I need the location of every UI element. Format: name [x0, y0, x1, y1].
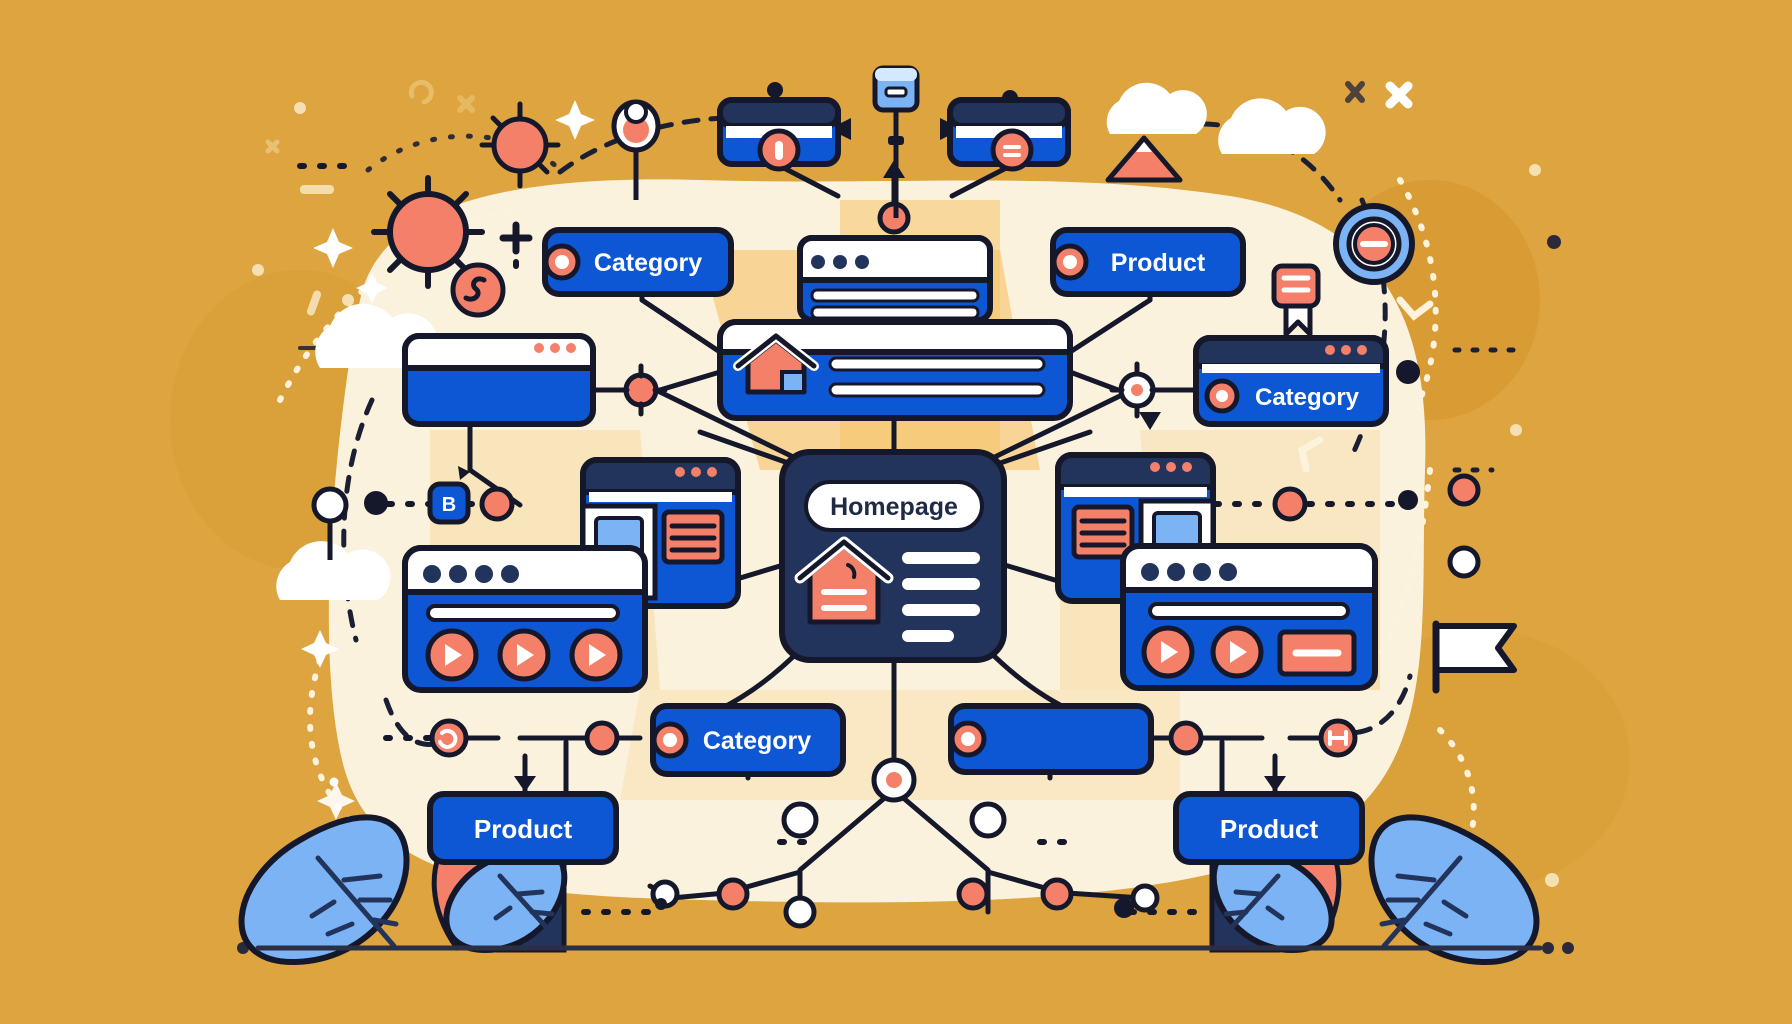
window-dots [1150, 462, 1192, 472]
homepage-pill [804, 480, 984, 532]
house-icon [794, 536, 894, 625]
node-product-right[interactable]: Product [1050, 227, 1246, 297]
node-product-bottom-left[interactable]: Product [427, 791, 619, 865]
node-product-bottom-left-label: Product [474, 814, 573, 844]
node-category-left-label: Category [594, 249, 702, 277]
cloud-top-right-icon [1106, 82, 1207, 134]
window-dots [675, 467, 717, 477]
node-category-right[interactable]: Category [1193, 335, 1389, 427]
node-product-bottom-right[interactable]: Product [1173, 791, 1365, 865]
db-badge-icon[interactable]: B [427, 481, 471, 525]
play-buttons-row[interactable] [425, 628, 623, 682]
node-category-bottom[interactable]: Category [650, 703, 846, 777]
window-dots [534, 343, 576, 353]
window-dots [1141, 563, 1237, 581]
browser-card-center-home[interactable] [717, 319, 1073, 421]
refresh-badge-icon[interactable] [429, 718, 469, 758]
browser-window-right-big[interactable] [1120, 543, 1378, 691]
pin-icon [611, 99, 661, 200]
cloud-right-icon [1218, 98, 1326, 154]
sparkle-icons [301, 100, 595, 820]
browser-card-top-left[interactable] [717, 97, 841, 172]
tree-icon [311, 486, 349, 560]
window-dots [811, 255, 869, 269]
link-badge-icon[interactable] [1318, 718, 1358, 758]
cloud-bottom-left-icon [276, 541, 391, 600]
node-homepage[interactable]: Homepage [779, 449, 1007, 663]
window-badge-icon[interactable] [872, 65, 920, 218]
sun-large-icon [371, 175, 485, 289]
bookmark-icon[interactable] [1271, 263, 1321, 337]
house-icon [733, 331, 819, 395]
homepage-label: Homepage [830, 493, 958, 521]
sun-small-icon [479, 101, 561, 189]
node-blank-bottom[interactable] [948, 703, 1154, 775]
x-mark-dark-icons [1345, 81, 1365, 103]
mountain-icon [1105, 135, 1183, 183]
list-blocks-icon [1071, 504, 1135, 560]
x-mark-icons [329, 81, 1413, 787]
spiral-icon[interactable] [450, 262, 506, 318]
node-product-bottom-right-label: Product [1220, 814, 1319, 844]
decor-arrow-cream-1 [1396, 296, 1434, 321]
window-dots [1325, 345, 1367, 355]
window-dots [423, 565, 519, 583]
homepage-content-lines [902, 552, 980, 642]
browser-card-top-right[interactable] [947, 97, 1071, 172]
node-category-bottom-label: Category [703, 727, 811, 755]
list-blocks-icon [661, 509, 725, 565]
hub-node-left [614, 363, 668, 417]
node-category-left[interactable]: Category [542, 227, 734, 297]
browser-card-center-top[interactable] [797, 235, 993, 323]
minus-badge-icon[interactable] [1333, 203, 1415, 285]
browser-window-left-big[interactable] [402, 545, 648, 693]
decor-arrow-cream-2 [1298, 436, 1324, 473]
leaf-cluster-left [238, 814, 568, 966]
node-product-right-label: Product [1111, 249, 1206, 277]
node-category-right-label: Category [1255, 384, 1360, 411]
browser-card-left-small[interactable] [402, 333, 596, 427]
hub-node-right [1109, 361, 1165, 419]
play-buttons-row[interactable] [1141, 625, 1357, 679]
flag-icon[interactable] [1432, 620, 1517, 694]
plus-icon [499, 221, 533, 279]
equals-icon [990, 128, 1034, 172]
small-marks [265, 79, 475, 316]
svg-text:B: B [442, 494, 456, 516]
